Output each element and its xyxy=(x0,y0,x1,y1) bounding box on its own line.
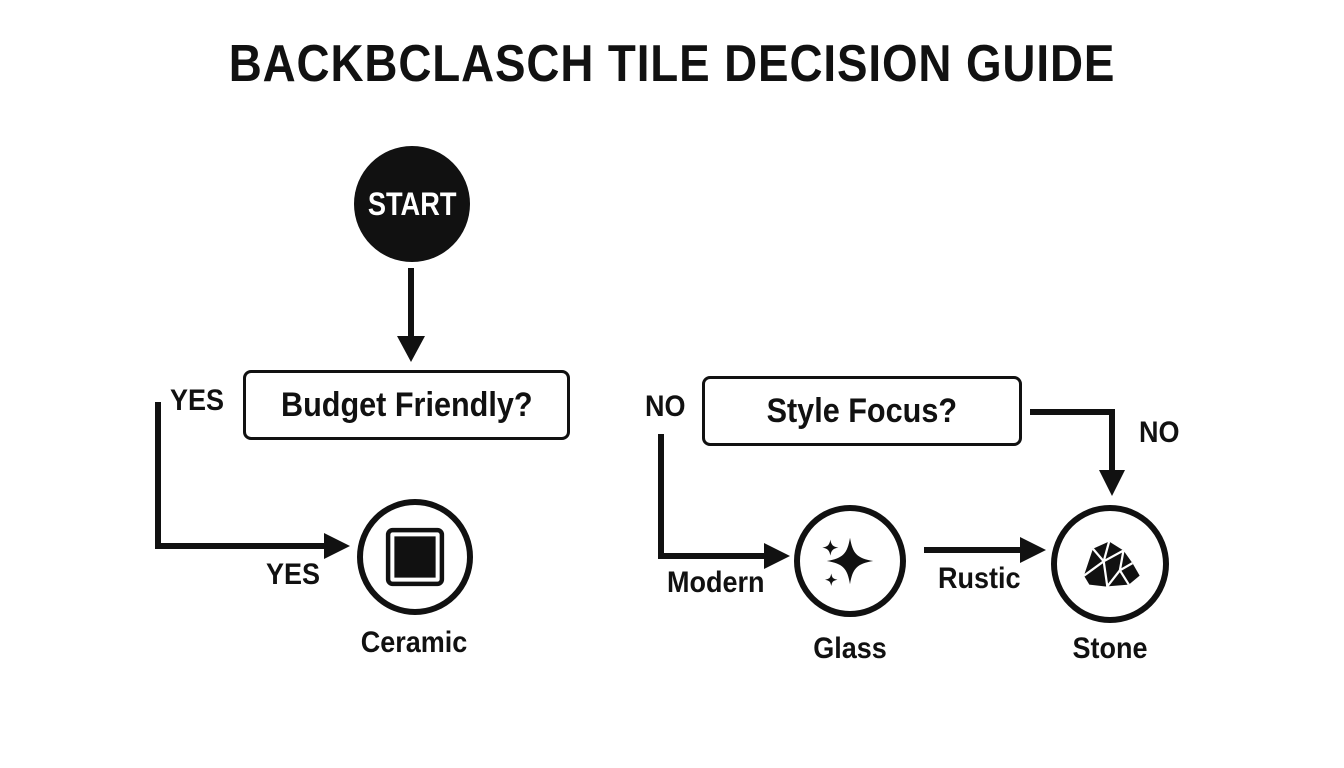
sparkle-icon xyxy=(822,537,874,586)
edge-label-modern: Modern xyxy=(667,566,765,599)
stone-node xyxy=(1051,505,1169,623)
budget-question-box: Budget Friendly? xyxy=(243,370,570,440)
edge-label-rustic: Rustic xyxy=(938,562,1021,595)
start-node: START xyxy=(354,146,470,262)
ceramic-node xyxy=(357,499,473,615)
edge-label-style-no-left: NO xyxy=(645,390,686,423)
glass-node xyxy=(794,505,906,617)
stone-label: Stone xyxy=(1072,632,1148,665)
start-label: START xyxy=(367,185,457,222)
arrowhead-glass-to-stone xyxy=(1020,537,1046,563)
style-question-label: Style Focus? xyxy=(766,391,958,430)
arrowhead-budget-to-ceramic xyxy=(324,533,350,559)
arrow-style-to-stone xyxy=(1030,409,1115,472)
ceramic-label: Ceramic xyxy=(360,626,468,659)
budget-question-label: Budget Friendly? xyxy=(280,385,533,424)
edge-label-budget-yes-top: YES xyxy=(170,384,225,417)
arrowhead-style-to-stone xyxy=(1099,470,1125,496)
edge-label-budget-yes-bottom: YES xyxy=(266,558,321,591)
arrow-style-to-glass xyxy=(658,434,766,559)
glass-label: Glass xyxy=(813,632,887,665)
edge-label-style-no-right: NO xyxy=(1139,416,1180,449)
arrowhead-start-to-budget xyxy=(397,336,425,362)
arrowhead-style-to-glass xyxy=(764,543,790,569)
page-title: BACKBCLASCH TILE DECISION GUIDE xyxy=(228,35,1116,93)
rock-icon xyxy=(1083,541,1140,588)
style-question-box: Style Focus? xyxy=(702,376,1022,446)
square-tile-icon xyxy=(385,527,445,587)
arrow-budget-to-ceramic xyxy=(155,402,326,549)
